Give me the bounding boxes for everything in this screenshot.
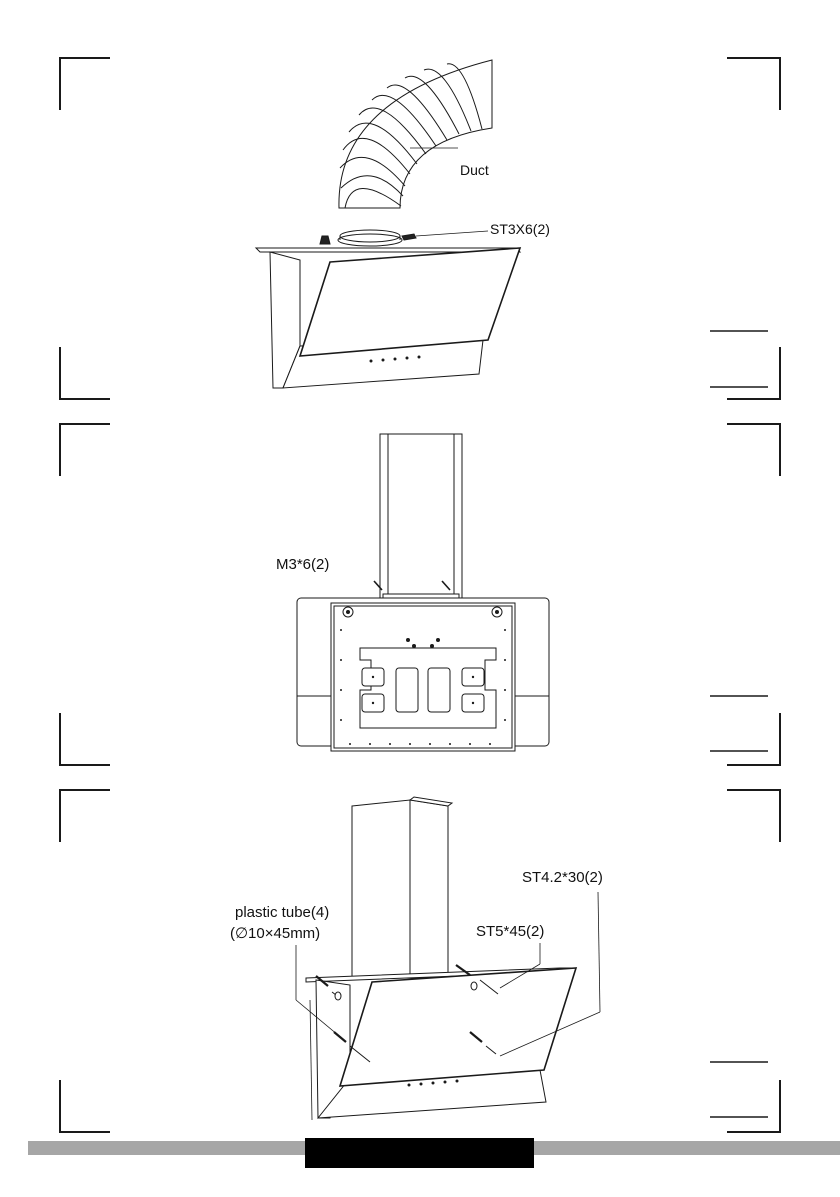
crop-mark-top-left-3 xyxy=(60,790,110,842)
crop-mark-bottom-left-2 xyxy=(60,713,110,765)
screw-label-st4-2x30: ST4.2*30(2) xyxy=(522,870,603,885)
crop-mark-top-right-2 xyxy=(727,424,780,476)
duct-label: Duct xyxy=(460,163,489,177)
plastic-tube-size-label: (∅10×45mm) xyxy=(230,926,320,941)
footer-black-block xyxy=(305,1138,534,1168)
crop-mark-top-left-1 xyxy=(60,58,110,110)
crop-mark-bottom-right-1 xyxy=(727,347,780,399)
plastic-tube-label: plastic tube(4) xyxy=(235,905,329,920)
screw-label-st3x6: ST3X6(2) xyxy=(490,222,550,236)
crop-mark-bottom-right-3 xyxy=(727,1080,780,1132)
hood-back-view xyxy=(297,581,549,751)
crop-mark-bottom-right-2 xyxy=(727,713,780,765)
hood-mounted-view xyxy=(306,797,576,1118)
side-rules xyxy=(710,331,768,1117)
crop-mark-bottom-left-3 xyxy=(60,1080,110,1132)
screw-label-m3x6: M3*6(2) xyxy=(276,557,329,572)
crop-mark-top-right-3 xyxy=(727,790,780,842)
screw-label-st5x45: ST5*45(2) xyxy=(476,924,544,939)
crop-mark-top-right-1 xyxy=(727,58,780,110)
chimney-illustration xyxy=(380,434,462,604)
crop-mark-bottom-left-1 xyxy=(60,347,110,399)
duct-illustration xyxy=(339,60,492,208)
crop-mark-top-left-2 xyxy=(60,424,110,476)
hood-top-view xyxy=(256,230,520,388)
